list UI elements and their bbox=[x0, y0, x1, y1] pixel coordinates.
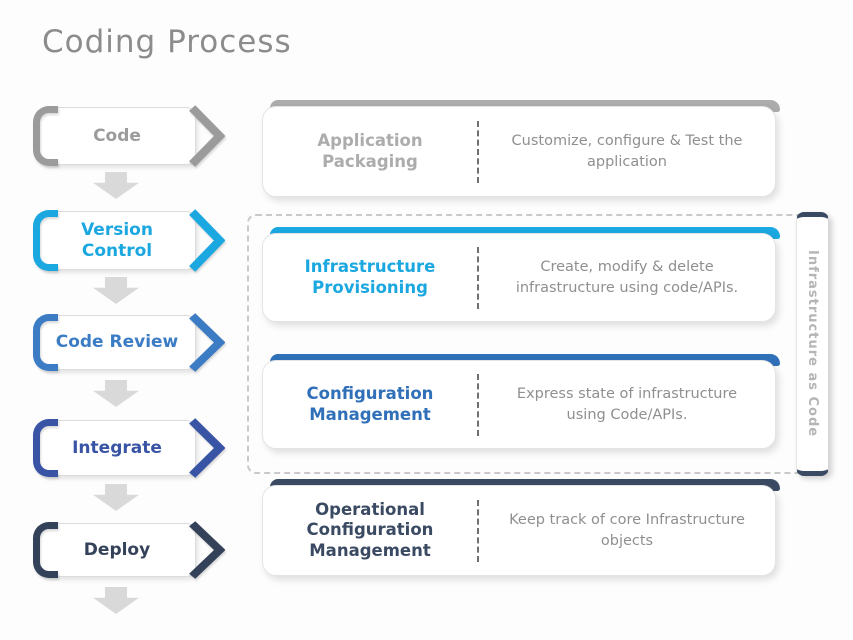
step-body bbox=[39, 107, 196, 165]
card-title: Operational Configuration Management bbox=[306, 499, 434, 560]
step-deploy: Deploy bbox=[33, 521, 225, 579]
down-arrow-icon bbox=[93, 277, 139, 304]
card-application-packaging: Application Packaging Customize, configu… bbox=[262, 100, 780, 197]
card-description: Express state of infrastructure using Co… bbox=[516, 386, 738, 423]
step-code-review: Code Review bbox=[33, 313, 225, 372]
left-bracket-icon bbox=[33, 210, 58, 271]
card-title: Configuration Management bbox=[306, 383, 434, 424]
card-body: Configuration Management Express state o… bbox=[262, 360, 776, 449]
step-label: Version Control bbox=[81, 220, 153, 261]
step-body bbox=[39, 420, 196, 476]
card-body: Infrastructure Provisioning Create, modi… bbox=[262, 233, 776, 322]
left-bracket-icon bbox=[33, 314, 58, 371]
step-label: Code bbox=[93, 125, 141, 146]
dashed-divider bbox=[477, 373, 479, 436]
infrastructure-as-code-tab: Infrastructure as Code bbox=[796, 212, 829, 476]
step-body bbox=[39, 211, 196, 270]
left-bracket-icon bbox=[33, 419, 58, 477]
left-bracket-icon bbox=[33, 522, 58, 578]
down-arrow-icon bbox=[93, 587, 139, 614]
card-operational-configuration-management: Operational Configuration Management Kee… bbox=[262, 479, 780, 576]
chevron-right-icon bbox=[189, 521, 225, 579]
step-label: Deploy bbox=[83, 539, 151, 560]
chevron-right-icon bbox=[189, 105, 225, 167]
card-body: Operational Configuration Management Kee… bbox=[262, 485, 776, 576]
chevron-right-icon bbox=[189, 313, 225, 372]
dashed-divider bbox=[477, 499, 479, 562]
chevron-right-icon bbox=[189, 418, 225, 478]
step-version-control: Version Control bbox=[33, 209, 225, 272]
step-integrate: Integrate bbox=[33, 418, 225, 478]
left-bracket-icon bbox=[33, 106, 58, 166]
step-label: Code Review bbox=[55, 332, 179, 353]
chevron-right-icon bbox=[189, 209, 225, 272]
down-arrow-icon bbox=[93, 172, 139, 199]
step-body bbox=[39, 315, 196, 370]
card-description: Create, modify & delete infrastructure u… bbox=[515, 259, 739, 296]
card-title: Application Packaging bbox=[317, 130, 423, 171]
dashed-divider bbox=[477, 120, 479, 183]
card-title: Infrastructure Provisioning bbox=[304, 256, 436, 297]
down-arrow-icon bbox=[93, 380, 139, 407]
step-label: Integrate bbox=[72, 437, 162, 458]
card-body: Application Packaging Customize, configu… bbox=[262, 106, 776, 197]
card-configuration-management: Configuration Management Express state o… bbox=[262, 354, 780, 449]
card-description: Customize, configure & Test the applicat… bbox=[511, 133, 743, 170]
down-arrow-icon bbox=[93, 484, 139, 511]
step-body bbox=[39, 523, 196, 577]
group-label: Infrastructure as Code bbox=[805, 250, 820, 438]
page-title: Coding Process bbox=[42, 24, 292, 60]
dashed-divider bbox=[477, 246, 479, 309]
card-infrastructure-provisioning: Infrastructure Provisioning Create, modi… bbox=[262, 227, 780, 322]
step-code: Code bbox=[33, 105, 225, 167]
card-description: Keep track of core Infrastructure object… bbox=[509, 512, 745, 549]
